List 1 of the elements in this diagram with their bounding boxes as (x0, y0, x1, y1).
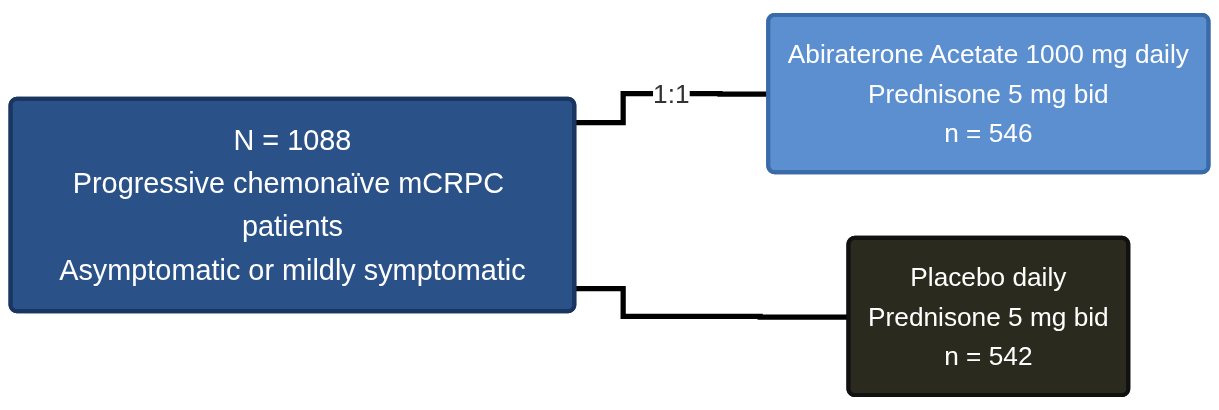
edge-label: 1:1 (653, 79, 690, 108)
